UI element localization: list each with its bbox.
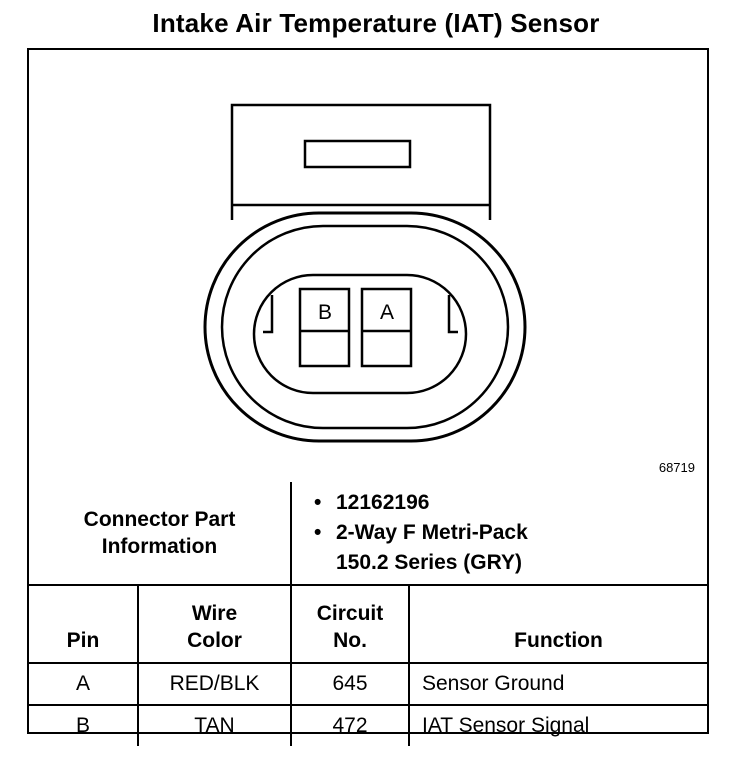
left-key: [263, 295, 274, 334]
table-row: A RED/BLK 645 Sensor Ground: [29, 662, 707, 706]
figure-number: 68719: [658, 460, 695, 475]
row-pin: B: [29, 704, 139, 746]
row-function: Sensor Ground: [408, 662, 707, 706]
connector-outer-shell: [203, 211, 527, 443]
part-info-row: Connector Part Information 12162196 2-Wa…: [29, 482, 707, 586]
connector-cavity: [252, 273, 468, 395]
connector-info-table: Connector Part Information 12162196 2-Wa…: [29, 482, 707, 746]
connector-outer-shell-inner-edge: [220, 224, 510, 430]
row-wire-color: RED/BLK: [137, 662, 292, 706]
latch-slot: [303, 139, 412, 169]
header-function: Function: [408, 584, 707, 664]
pin-label-a: A: [380, 301, 394, 324]
header-pin: Pin: [29, 584, 139, 664]
row-wire-color: TAN: [137, 704, 292, 746]
part-info-values: 12162196 2-Way F Metri-Pack 150.2 Series…: [290, 482, 707, 586]
connector-description-cont: 150.2 Series (GRY): [336, 551, 522, 574]
header-circuit: Circuit No.: [290, 584, 410, 664]
row-pin: A: [29, 662, 139, 706]
header-wire-color: Wire Color: [137, 584, 292, 664]
row-circuit: 645: [290, 662, 410, 706]
row-circuit: 472: [290, 704, 410, 746]
connector-housing-top: [230, 103, 492, 220]
table-header-row: Pin Wire Color Circuit No. Function: [29, 584, 707, 664]
terminal-b: [298, 287, 351, 368]
row-function: IAT Sensor Signal: [408, 704, 707, 746]
diagram-frame: B A 68719 Connector Part Information 121…: [27, 48, 709, 746]
pin-label-b: B: [318, 301, 332, 324]
page-title: Intake Air Temperature (IAT) Sensor: [152, 8, 600, 38]
right-key: [447, 295, 458, 334]
connector-diagram: B A: [203, 103, 527, 443]
part-number: 12162196: [314, 488, 707, 518]
terminal-a: [360, 287, 413, 368]
table-row: B TAN 472 IAT Sensor Signal: [29, 704, 707, 746]
part-info-label: Connector Part Information: [29, 482, 292, 586]
connector-description: 2-Way F Metri-Pack: [314, 518, 707, 548]
